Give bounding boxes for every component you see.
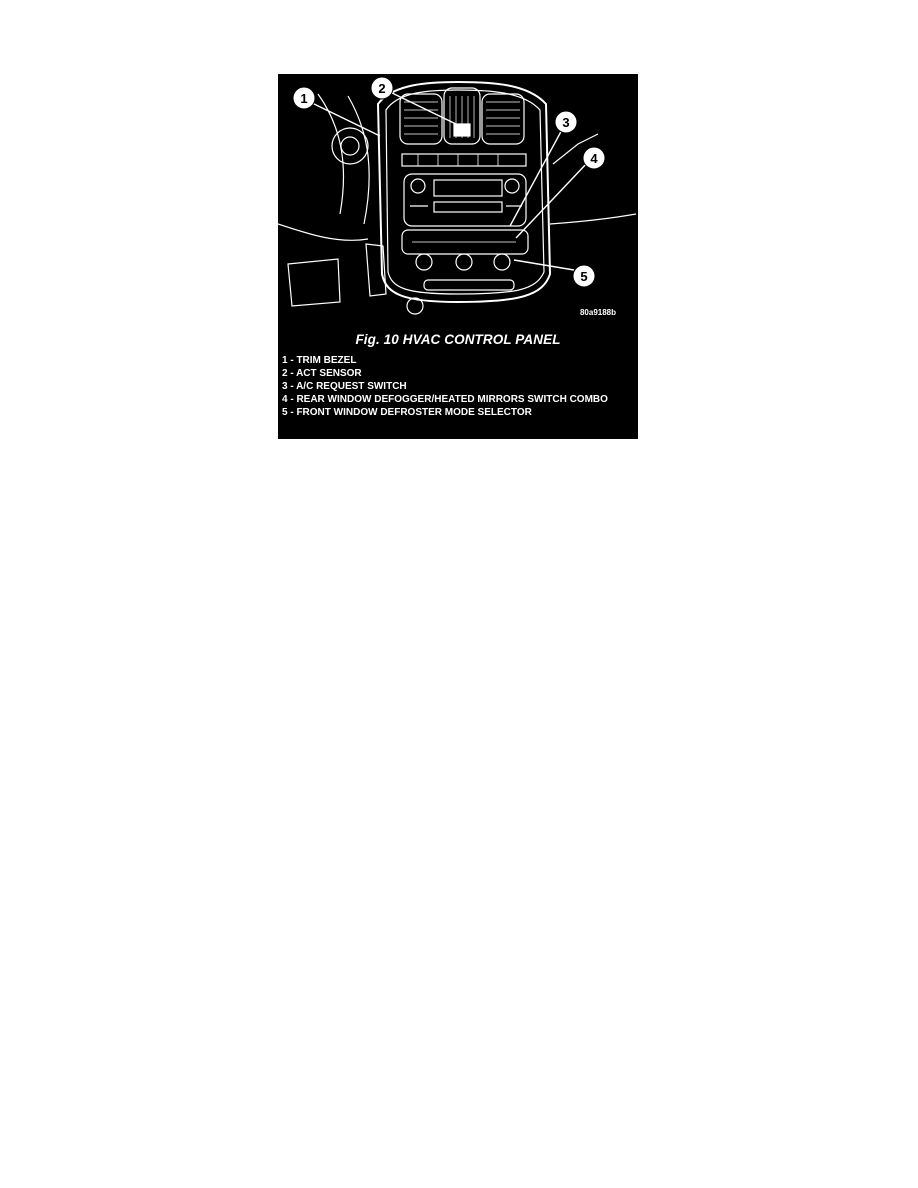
legend-item: 5 - FRONT WINDOW DEFROSTER MODE SELECTOR: [282, 407, 532, 418]
image-code: 80a9188b: [579, 308, 616, 317]
callout-2: 2: [378, 81, 385, 96]
legend-item: 3 - A/C REQUEST SWITCH: [282, 381, 407, 392]
legend-item: 2 - ACT SENSOR: [282, 368, 362, 379]
hvac-control-panel-illustration: 1 2 3 4 5: [278, 76, 637, 315]
callout-5: 5: [580, 269, 587, 284]
legend-list: 1 - TRIM BEZEL 2 - ACT SENSOR 3 - A/C RE…: [282, 356, 634, 421]
callout-1: 1: [300, 91, 307, 106]
figure-caption: Fig. 10 HVAC CONTROL PANEL: [355, 332, 561, 347]
legend-item: 1 - TRIM BEZEL: [282, 355, 357, 366]
legend-item: 4 - REAR WINDOW DEFOGGER/HEATED MIRRORS …: [282, 394, 608, 405]
callout-4: 4: [590, 151, 598, 166]
hvac-figure: 1 2 3 4 5 80a9188b Fig. 10 HVAC CONTROL …: [278, 74, 638, 439]
callout-3: 3: [562, 115, 569, 130]
